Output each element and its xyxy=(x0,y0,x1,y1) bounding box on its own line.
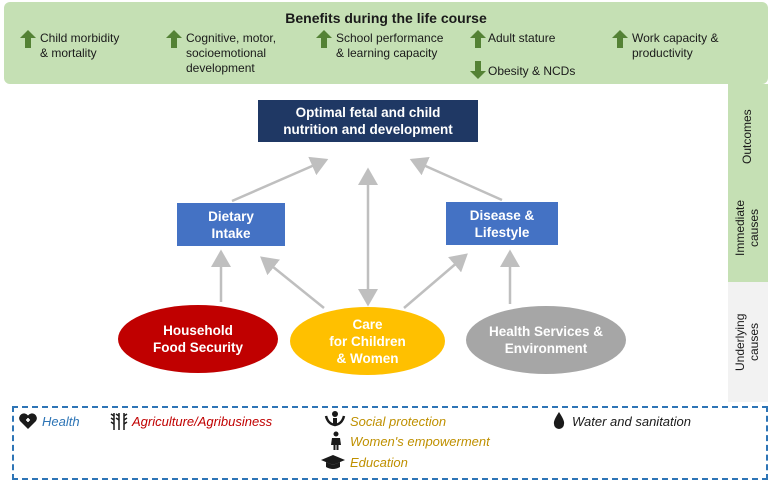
dietary-intake-box: Dietary Intake xyxy=(177,203,285,246)
benefit-child-morbidity: Child morbidity & mortality xyxy=(40,31,120,60)
underlying-section: Underlying causes xyxy=(728,282,768,402)
up-arrow-icon xyxy=(166,30,182,48)
legend-womens-empowerment: Women's empowerment xyxy=(350,434,490,449)
benefit-cognitive: Cognitive, motor, socioemotional develop… xyxy=(186,31,277,75)
sector-legend: Health Agriculture/Agribusiness Social p… xyxy=(12,406,768,480)
health-services-environment-node: Health Services & Environment xyxy=(466,306,626,374)
graduation-cap-icon xyxy=(321,455,345,469)
heart-health-icon xyxy=(19,413,37,429)
up-arrow-icon xyxy=(470,30,486,48)
benefit-adult-stature: Adult stature xyxy=(488,31,556,45)
arrow-disease-to-optimal xyxy=(409,156,503,202)
care-children-women-node: Care for Children & Women xyxy=(290,307,445,375)
benefits-title: Benefits during the life course xyxy=(285,10,487,26)
benefits-banner: Benefits during the life course Child mo… xyxy=(4,2,768,84)
arrow-care-to-dietary xyxy=(260,256,325,309)
legend-agriculture: Agriculture/Agribusiness xyxy=(132,414,273,429)
down-arrow-icon xyxy=(470,61,486,79)
legend-social-protection: Social protection xyxy=(350,414,447,429)
up-arrow-icon xyxy=(20,30,36,48)
wheat-icon xyxy=(110,413,128,430)
disease-lifestyle-box: Disease & Lifestyle xyxy=(446,202,558,245)
benefit-obesity: Obesity & NCDs xyxy=(488,64,576,78)
optimal-nutrition-box: Optimal fetal and child nutrition and de… xyxy=(258,100,478,142)
social-protection-icon xyxy=(324,411,346,427)
up-arrow-icon xyxy=(316,30,332,48)
legend-water-sanitation: Water and sanitation xyxy=(572,414,691,429)
up-arrow-icon xyxy=(612,30,628,48)
benefit-work-capacity: Work capacity & productivity xyxy=(632,31,719,60)
arrow-dietary-to-optimal xyxy=(231,156,329,203)
legend-education: Education xyxy=(350,455,408,470)
legend-health: Health xyxy=(42,414,80,429)
benefit-school-performance: School performance & learning capacity xyxy=(336,31,444,60)
arrow-care-to-disease xyxy=(403,253,468,309)
household-food-security-node: Household Food Security xyxy=(118,305,278,373)
water-drop-icon xyxy=(553,412,565,429)
woman-icon xyxy=(331,431,341,450)
